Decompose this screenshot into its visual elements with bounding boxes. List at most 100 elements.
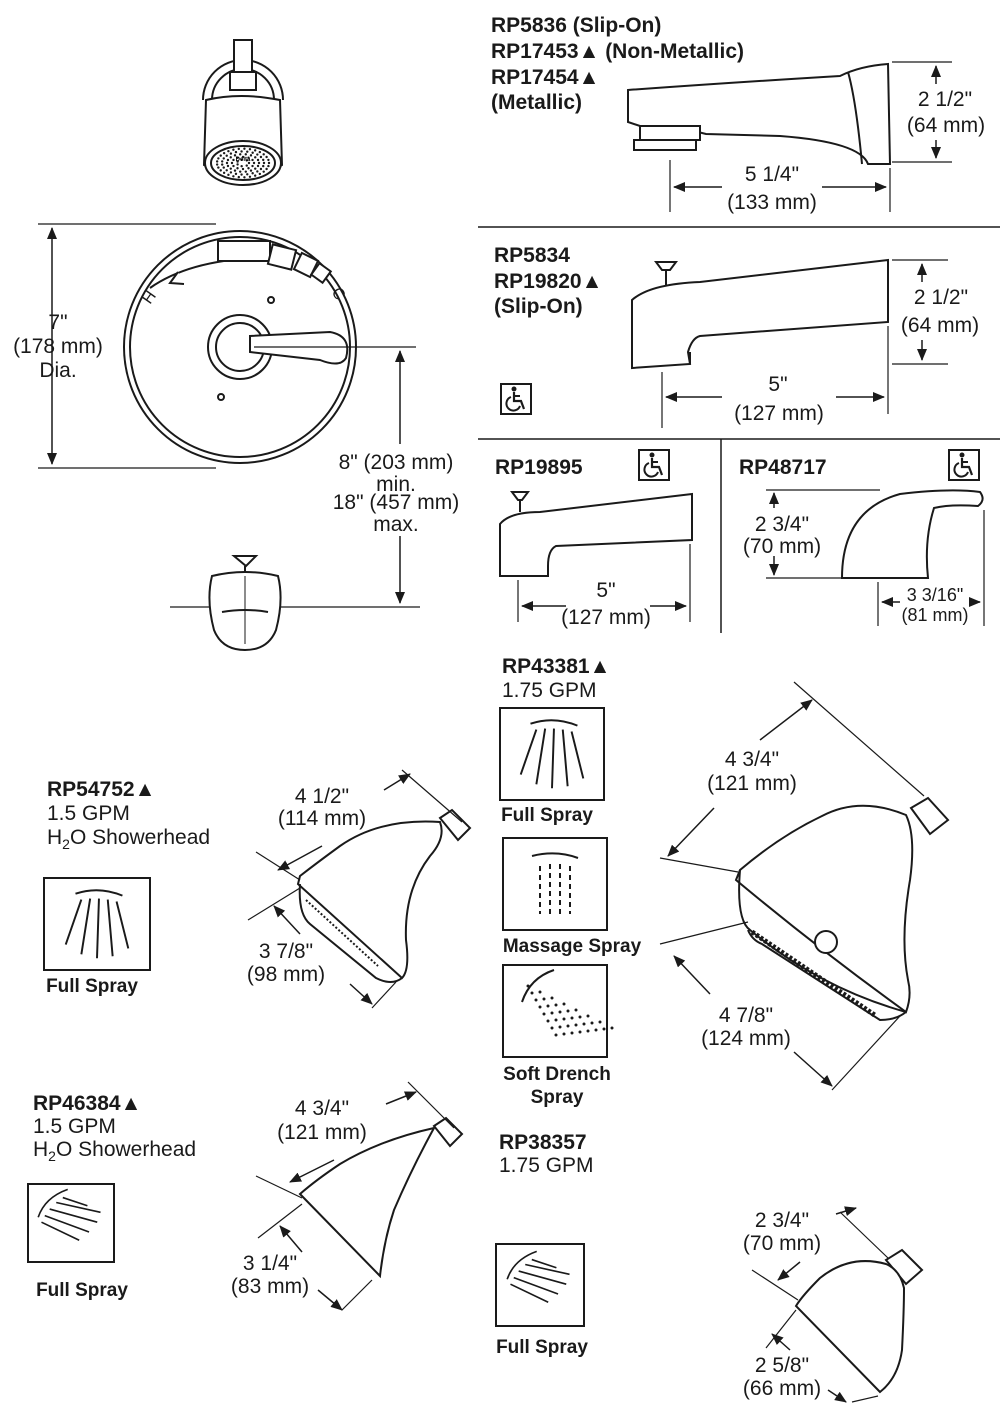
- nozzle-dot: [258, 172, 262, 176]
- nozzle-dot: [253, 149, 257, 152]
- rp43381-soft-drench-label: Soft Drench: [503, 1064, 611, 1085]
- nozzle-dot: [232, 164, 235, 168]
- nozzle-dot: [237, 147, 240, 151]
- rp5834-model: RP5834: [494, 244, 570, 267]
- nozzle-dot: [233, 154, 237, 157]
- rp43381-soft-drench-label-2: Spray: [530, 1087, 584, 1108]
- nozzle-dot: [217, 166, 220, 169]
- drench-dot: [558, 1025, 562, 1029]
- rp43381-soft-drench-box: [502, 964, 614, 1058]
- rp43381-flow: 1.75 GPM: [502, 679, 597, 702]
- rp38357-full-spray-label: Full Spray: [496, 1337, 588, 1358]
- trim-diameter-word: Dia.: [39, 359, 77, 382]
- rp46384-dims: [255, 1081, 455, 1311]
- rp46384-name: H2O Showerhead: [33, 1138, 197, 1165]
- drench-dot: [610, 1026, 614, 1030]
- nozzle-dot: [222, 166, 225, 169]
- nozzle-dot: [247, 156, 250, 159]
- nozzle-dot: [229, 152, 233, 155]
- rp5836-length-mm: (133 mm): [727, 191, 817, 214]
- rp43381-dim2-arrow-up: [673, 955, 711, 995]
- drench-dot: [562, 1002, 566, 1006]
- drench-dot: [530, 991, 534, 995]
- nozzle-dot: [230, 161, 234, 165]
- rp54752-spray-box: [43, 877, 151, 971]
- nozzle-dot: [215, 160, 219, 163]
- nozzle-dot: [241, 155, 245, 159]
- nozzle-dot: [227, 173, 230, 177]
- nozzle-dot: [258, 150, 262, 154]
- nozzle-dot: [225, 154, 228, 157]
- nozzle-dot: [240, 150, 243, 153]
- nozzle-dot: [215, 163, 219, 166]
- rp5836-height-mm: (64 mm): [906, 114, 986, 137]
- drench-dot: [570, 1031, 574, 1035]
- nozzle-dot: [234, 150, 238, 154]
- nozzle-dot: [254, 167, 257, 170]
- nozzle-dot: [217, 157, 220, 160]
- spout-rp19895-drawing: [499, 491, 693, 577]
- nozzle-dot: [248, 148, 252, 151]
- nozzle-dot: [251, 158, 254, 162]
- section-dividers: [478, 226, 1000, 633]
- drench-dot: [562, 1032, 566, 1036]
- nozzle-dot: [251, 164, 254, 168]
- nozzle-dot: [251, 172, 254, 175]
- rp54752-flow: 1.5 GPM: [47, 802, 130, 825]
- nozzle-dot: [229, 167, 232, 170]
- rp38357-spray-box: [495, 1243, 585, 1327]
- nozzle-dot: [240, 165, 243, 168]
- nozzle-dot: [243, 147, 246, 150]
- rp43381-dim2-in: 4 7/8": [718, 1004, 774, 1027]
- rp54752-dim2-arrow-down: [349, 983, 373, 1005]
- rp38357-dim2-arrow-up: [771, 1333, 791, 1351]
- rp43381-dim2-arrow-down: [793, 1051, 833, 1087]
- drench-dot: [554, 1003, 558, 1007]
- rp43381-dim1-mm: (121 mm): [707, 772, 797, 795]
- rp38357-dims: [751, 1211, 889, 1403]
- rp17453-model: RP17453▲ (Non-Metallic): [491, 40, 745, 63]
- nozzle-dot: [232, 175, 235, 178]
- nozzle-dot: [227, 149, 230, 153]
- rp43381-full-spray-label: Full Spray: [501, 805, 593, 826]
- nozzle-dot: [219, 169, 222, 172]
- rp54752-dim1-arrow-up: [383, 773, 411, 791]
- rp54752-dim1-arrow-down: [277, 845, 323, 871]
- rp38357-dim1-in: 2 3/4": [754, 1209, 810, 1232]
- rp38357-dim2-arrow-down: [827, 1389, 847, 1403]
- spout-rp48717-drawing: [840, 489, 984, 579]
- nozzle-dot: [232, 148, 235, 151]
- showerhead-nozzle-dots: [215, 147, 271, 179]
- nozzle-dot: [247, 167, 250, 170]
- rp38357-model: RP38357: [499, 1131, 587, 1154]
- rp5834-type: (Slip-On): [494, 295, 583, 318]
- rp5834-height-in: 2 1/2": [913, 286, 969, 309]
- nozzle-dot: [262, 161, 266, 165]
- spout-max-distance: 18" (457 mm): [332, 491, 460, 514]
- drench-dot: [602, 1027, 606, 1031]
- spout-min-word: min.: [376, 473, 416, 496]
- nozzle-dot: [244, 170, 247, 173]
- spout-rp19895-dims: [517, 544, 691, 622]
- rp46384-dim1-mm: (121 mm): [277, 1121, 367, 1144]
- nozzle-dot: [244, 153, 247, 156]
- drench-dot: [542, 1012, 546, 1016]
- nozzle-dot: [240, 173, 243, 176]
- drench-dot: [598, 1020, 602, 1024]
- nozzle-dot: [239, 153, 242, 156]
- spout-rp5836-dims: [669, 61, 952, 212]
- nozzle-dot: [251, 151, 254, 154]
- showerhead-rp54752-drawing: [296, 808, 472, 983]
- drench-dot: [550, 1011, 554, 1015]
- spout-rp48717-dims: [766, 489, 985, 626]
- spout-min-distance: 8" (203 mm): [338, 451, 454, 474]
- nozzle-dot: [247, 161, 251, 165]
- rp43381-dim1-arrow-down: [667, 807, 715, 857]
- rp43381-dims: [659, 681, 925, 1091]
- nozzle-dot: [256, 158, 260, 162]
- rp38357-dim1-arrow-up: [835, 1206, 857, 1216]
- drench-dot: [562, 1017, 566, 1021]
- showerhead-logo: Delta: [236, 157, 251, 163]
- showerhead-rp46384-drawing: [298, 1116, 464, 1279]
- nozzle-dot: [259, 167, 263, 171]
